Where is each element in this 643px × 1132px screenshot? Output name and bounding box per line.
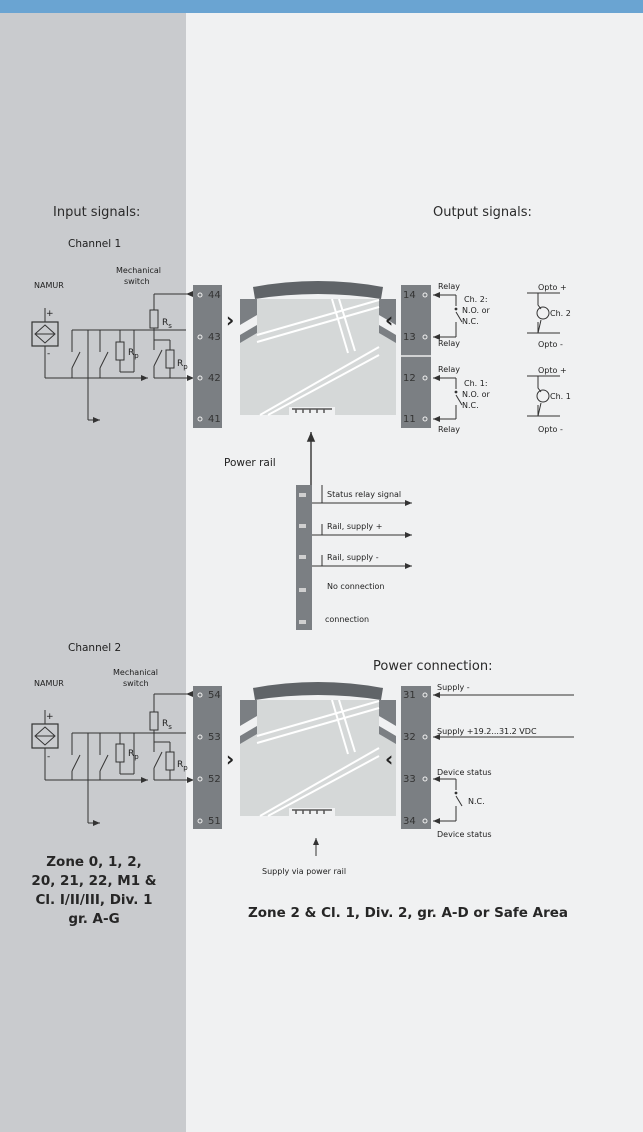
svg-text:Cl. I/II/III, Div. 1: Cl. I/II/III, Div. 1: [36, 892, 153, 908]
ch2-relay-mode: N.O. or: [462, 306, 490, 315]
terminal-44: 44: [208, 290, 221, 301]
rp-label: Rp: [128, 749, 139, 761]
namur-label: NAMUR: [34, 679, 64, 688]
terminal-12: 12: [403, 373, 416, 384]
device-status-label: Device status: [437, 830, 491, 839]
terminal-53: 53: [208, 732, 221, 743]
svg-text:20, 21, 22, M1 &: 20, 21, 22, M1 &: [31, 873, 156, 889]
chevron-right-icon: ›: [226, 308, 234, 332]
power-wiring: Supply - Supply +19.2...31.2 VDC Device …: [433, 683, 574, 839]
plus-label: +: [46, 712, 54, 722]
ch2-relay-nc: N.C.: [462, 317, 479, 326]
supply-via-rail-label: Supply via power rail: [262, 867, 346, 876]
power-rail-block: Status relay signal Rail, supply + Rail,…: [296, 485, 412, 630]
terminal-41: 41: [208, 414, 221, 425]
opto-outputs: Opto + Opto - Opto + Opto - Ch. 2 Ch. 1: [527, 283, 571, 434]
opto-plus-label: Opto +: [538, 283, 567, 292]
channel2-input-circuit: NAMUR Mechanical switch + - Rs Rp Rp: [31, 668, 194, 826]
opto-minus-label: Opto -: [538, 340, 563, 349]
terminal-33: 33: [403, 774, 416, 785]
terminal-14: 14: [403, 290, 416, 301]
terminal-34: 34: [403, 816, 416, 827]
relay-label: Relay: [438, 365, 460, 374]
terminal-43: 43: [208, 332, 221, 343]
supply-minus-label: Supply -: [437, 683, 470, 692]
rs-label: Rs: [162, 719, 172, 731]
channel2-device-housing: [239, 681, 397, 819]
chevron-left-icon: ‹: [385, 308, 393, 332]
power-terminal-block: 31 32 33 34: [401, 686, 431, 829]
rail-connection: connection: [325, 615, 369, 624]
channel1-terminal-block: 44 43 42 41: [193, 285, 222, 428]
supply-plus-label: Supply +19.2...31.2 VDC: [437, 727, 537, 736]
rs-label: Rs: [162, 318, 172, 330]
channel1-label: Channel 1: [68, 238, 121, 250]
rail-status-relay: Status relay signal: [327, 490, 401, 499]
terminal-31: 31: [403, 690, 416, 701]
ch2-relay-label: Ch. 2:: [464, 295, 488, 304]
opto-ch1-label: Ch. 1: [550, 392, 571, 401]
terminal-52: 52: [208, 774, 221, 785]
mechanical-label: Mechanical: [113, 668, 158, 677]
rail-supply-plus: Rail, supply +: [327, 522, 382, 531]
power-connection-heading: Power connection:: [373, 659, 492, 674]
output-relay-circuits: Relay Relay Relay Relay Ch. 2: N.O. or N…: [433, 282, 490, 434]
power-rail-label: Power rail: [224, 457, 276, 469]
output-signals-heading: Output signals:: [433, 205, 532, 220]
plus-label: +: [46, 309, 54, 319]
mechanical-label: Mechanical: [116, 266, 161, 275]
rp-label: Rp: [177, 359, 188, 371]
top-accent-bar: [0, 0, 643, 13]
channel2-label: Channel 2: [68, 642, 121, 654]
ch1-relay-mode: N.O. or: [462, 390, 490, 399]
terminal-54: 54: [208, 690, 221, 701]
rp-label: Rp: [128, 348, 139, 360]
hazardous-area-panel: [0, 13, 186, 1132]
hazardous-zone-text: Zone 0, 1, 2, 20, 21, 22, M1 & Cl. I/II/…: [31, 854, 156, 927]
rail-no-connection: No connection: [327, 582, 385, 591]
svg-text:Zone 0, 1, 2,: Zone 0, 1, 2,: [46, 854, 142, 870]
relay-label: Relay: [438, 339, 460, 348]
namur-label: NAMUR: [34, 281, 64, 290]
device-status-label: Device status: [437, 768, 491, 777]
ch1-relay-nc: N.C.: [462, 401, 479, 410]
relay-label: Relay: [438, 282, 460, 291]
chevron-right-icon: ›: [226, 747, 234, 771]
safe-area-zone-text: Zone 2 & Cl. 1, Div. 2, gr. A-D or Safe …: [248, 905, 568, 921]
switch-label: switch: [124, 277, 150, 286]
nc-label: N.C.: [468, 797, 485, 806]
relay-label: Relay: [438, 425, 460, 434]
svg-text:gr. A-G: gr. A-G: [68, 911, 119, 927]
channel1-input-circuit: NAMUR Mechanical switch + - Rs Rp Rp: [31, 266, 194, 423]
terminal-51: 51: [208, 816, 221, 827]
opto-ch2-label: Ch. 2: [550, 309, 571, 318]
ch1-relay-label: Ch. 1:: [464, 379, 488, 388]
channel2-terminal-block: 54 53 52 51: [193, 686, 222, 829]
channel1-device-housing: [239, 280, 397, 418]
switch-label: switch: [123, 679, 149, 688]
terminal-42: 42: [208, 373, 221, 384]
chevron-left-icon: ‹: [385, 747, 393, 771]
terminal-32: 32: [403, 732, 416, 743]
opto-minus-label: Opto -: [538, 425, 563, 434]
minus-label: -: [47, 349, 50, 359]
output-terminal-block: 14 13 12 11: [401, 285, 431, 428]
opto-plus-label: Opto +: [538, 366, 567, 375]
input-signals-heading: Input signals:: [53, 205, 140, 220]
terminal-13: 13: [403, 332, 416, 343]
rp-label: Rp: [177, 760, 188, 772]
rail-supply-minus: Rail, supply -: [327, 553, 379, 562]
minus-label: -: [47, 752, 50, 762]
terminal-11: 11: [403, 414, 416, 425]
